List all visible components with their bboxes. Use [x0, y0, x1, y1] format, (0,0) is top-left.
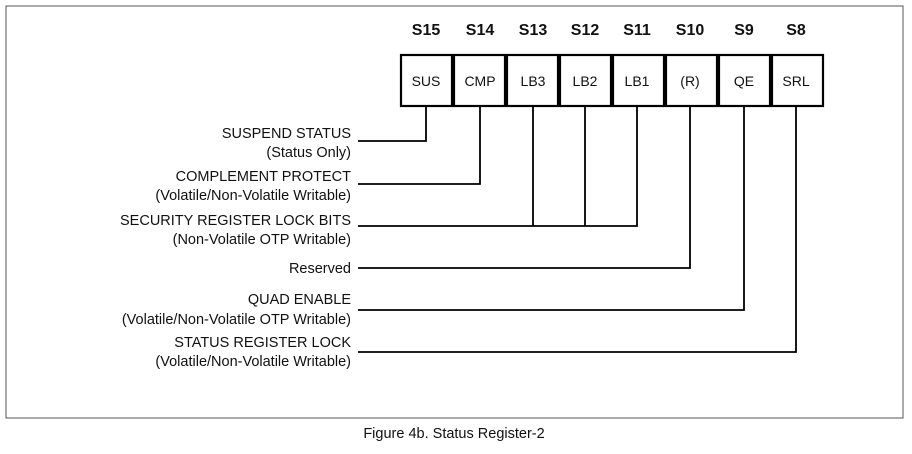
desc-reserved-title: Reserved: [289, 261, 351, 277]
connector-status-register-lock: [358, 106, 797, 353]
desc-security-register-lock-title: SECURITY REGISTER LOCK BITS: [120, 213, 351, 229]
bit-descriptions: SUSPEND STATUS (Status Only) COMPLEMENT …: [120, 126, 351, 370]
desc-status-register-lock-note: (Volatile/Non-Volatile Writable): [155, 354, 351, 370]
connector-suspend-status: [358, 106, 427, 142]
bit-number-s14: S14: [466, 22, 495, 39]
register-cell-s10: [664, 53, 719, 108]
desc-status-register-lock-title: STATUS REGISTER LOCK: [174, 335, 351, 351]
desc-suspend-status-title: SUSPEND STATUS: [222, 126, 351, 142]
bit-number-s13: S13: [519, 22, 548, 39]
register-cell-label-srl: SRL: [782, 73, 809, 89]
desc-quad-enable-note: (Volatile/Non-Volatile OTP Writable): [122, 312, 351, 328]
figure-caption: Figure 4b. Status Register-2: [363, 426, 544, 442]
register-cell-label-cmp: CMP: [464, 73, 495, 89]
bit-number-s8: S8: [786, 22, 806, 39]
connector-lines: [358, 106, 797, 353]
connector-reserved: [358, 106, 691, 269]
register-cell-s13: [505, 53, 560, 108]
register-cell-label-lb3: LB3: [521, 73, 546, 89]
bit-number-s10: S10: [676, 22, 705, 39]
connector-complement-protect: [358, 106, 481, 185]
desc-quad-enable-title: QUAD ENABLE: [248, 292, 351, 308]
register-cell-label-lb1: LB1: [625, 73, 650, 89]
desc-suspend-status-note: (Status Only): [266, 145, 351, 161]
bit-number-s11: S11: [623, 22, 651, 39]
register-cell-label-sus: SUS: [412, 73, 441, 89]
figure-frame: [5, 5, 904, 419]
bit-number-s12: S12: [571, 22, 600, 39]
register-cell-s8: [770, 53, 825, 108]
register-cell-label-lb2: LB2: [573, 73, 598, 89]
register-cell-s9: [717, 53, 772, 108]
desc-complement-protect-note: (Volatile/Non-Volatile Writable): [155, 188, 351, 204]
desc-security-register-lock-note: (Non-Volatile OTP Writable): [173, 232, 351, 248]
bit-number-s15: S15: [412, 22, 441, 39]
register-cell-s11: [611, 53, 666, 108]
register-cell-label-reserved: (R): [680, 73, 699, 89]
register-cells: SUS CMP LB3 LB2 LB1 (R) QE SRL: [399, 53, 825, 108]
register-cell-s12: [558, 53, 613, 108]
connector-security-register-lock: [358, 106, 638, 227]
bit-number-s9: S9: [734, 22, 754, 39]
connector-quad-enable: [358, 106, 745, 311]
desc-complement-protect-title: COMPLEMENT PROTECT: [176, 169, 352, 185]
register-cell-label-qe: QE: [734, 73, 754, 89]
bit-number-row: S15 S14 S13 S12 S11 S10 S9 S8: [412, 22, 806, 39]
